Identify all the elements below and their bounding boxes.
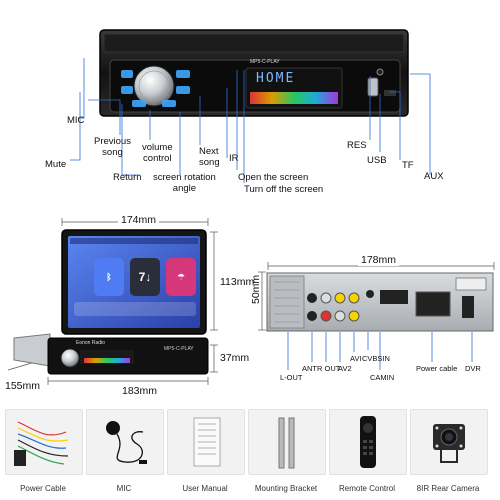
app-tile-bluetooth[interactable]: ᛒ [94, 258, 124, 296]
label-camin: CAMIN [370, 373, 395, 382]
dim-chassis-width: 183mm [122, 385, 158, 397]
camera-icon [433, 424, 465, 463]
bracket-icon [278, 417, 295, 469]
dock-bar [74, 302, 196, 316]
dim-depth: 155mm [5, 380, 41, 392]
label-av2: AV2 [338, 364, 352, 373]
rear-panel [266, 272, 494, 332]
label-ant: ANT [302, 364, 317, 373]
label-next-song: Next song [199, 146, 220, 168]
label-screen-rotation-angle: screen rotation angle [153, 172, 216, 194]
accessory-label-mic: MIC [116, 484, 132, 493]
label-l-out: L-OUT [280, 373, 303, 382]
accessory-label-remote-control: Remote Control [338, 484, 396, 493]
app-tile-carplay[interactable]: 7↓ [130, 258, 160, 296]
label-turn-off-screen: Turn off the screen [244, 184, 324, 195]
front-panel: HOME MP5-C-PLAY [98, 28, 410, 118]
dim-screen-height: 113mm [220, 276, 255, 288]
bluetooth-icon: ᛒ [106, 272, 112, 282]
label-r-out: R OUT [317, 364, 341, 373]
front-model-text: MP5-C-PLAY [250, 59, 280, 65]
wire-harness-icon [14, 421, 69, 466]
label-usb: USB [367, 155, 387, 166]
screen-brand-text: Eonon Radio [76, 340, 105, 346]
label-tf: TF [402, 160, 414, 171]
microphone-icon [106, 421, 147, 464]
label-power-cable: Power cable [416, 364, 458, 373]
accessory-label-power-cable: Power Cable [20, 484, 66, 493]
screen-unit: ᛒ 7↓ ☂ MP5-C-PLAY Eonon Radio [10, 226, 210, 376]
label-dvr: DVR [465, 364, 481, 373]
label-open-screen: Open the screen [238, 172, 309, 183]
dim-screen-width: 174mm [118, 214, 160, 226]
label-mute: Mute [45, 159, 67, 170]
label-mic: MIC [67, 115, 85, 126]
accessory-label-mounting-bracket: Mounting Bracket [254, 484, 318, 493]
dim-rear-width: 178mm [358, 254, 400, 266]
accessory-card-user-manual [167, 409, 245, 475]
label-cvbsin: CVBSIN [362, 354, 390, 363]
manual-icon [193, 417, 221, 467]
label-return: Return [113, 172, 142, 183]
accessory-label-user-manual: User Manual [182, 484, 228, 493]
label-aux: AUX [424, 171, 444, 182]
accessory-card-remote-control [329, 409, 407, 475]
label-ir: IR [229, 153, 239, 164]
app-tile-wireless[interactable]: ☂ [166, 258, 196, 296]
label-previous-song: Previous song [94, 136, 131, 158]
dim-chassis-height: 37mm [220, 352, 250, 364]
screen-model-text: MP5-C-PLAY [164, 346, 194, 352]
accessory-card-mic [86, 409, 164, 475]
carplay-icon: 7↓ [138, 270, 152, 284]
rear-panel-drawing [266, 272, 494, 332]
accessory-card-power-cable [5, 409, 83, 475]
accessory-card-mounting-bracket [248, 409, 326, 475]
wireless-icon: ☂ [176, 271, 186, 282]
label-volume-control: volume control [142, 142, 173, 164]
label-av1: AVI [350, 354, 362, 363]
label-res: RES [347, 140, 367, 151]
accessory-label-rear-camera: 8IR Rear Camera [416, 484, 480, 493]
remote-icon [360, 416, 376, 468]
front-panel-drawing [99, 29, 409, 117]
accessory-card-rear-camera [410, 409, 488, 475]
front-display-text: HOME [256, 71, 296, 86]
